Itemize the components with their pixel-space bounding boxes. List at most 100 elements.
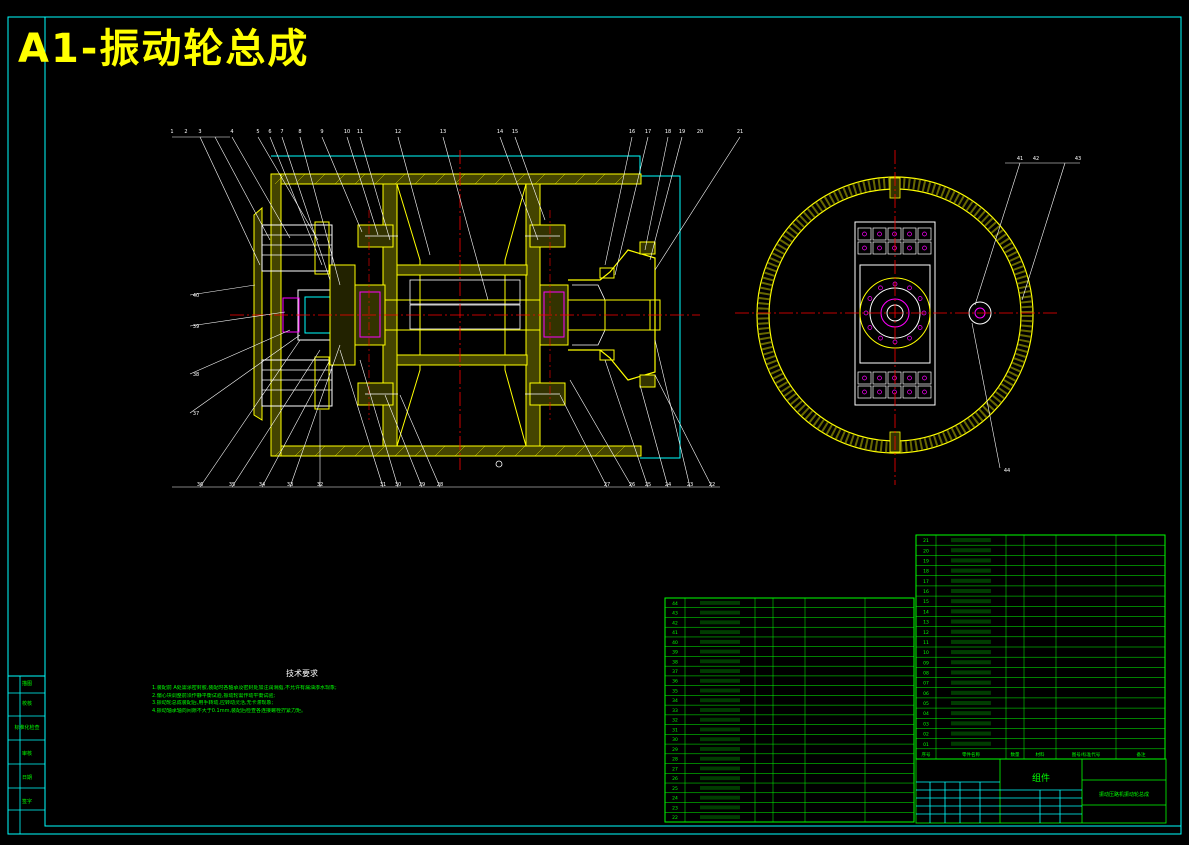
- callout-number: 7: [280, 129, 283, 135]
- end-view-leaders: [971, 162, 1080, 469]
- bom-row-number: 44: [672, 601, 678, 607]
- title-block-label: 组件: [1032, 772, 1050, 784]
- callout-number: 14: [497, 129, 503, 135]
- bom-header-cell: 序号: [922, 751, 931, 758]
- callout-number: 38: [193, 372, 199, 378]
- callout-number: 11: [357, 129, 363, 135]
- callout-number: 30: [395, 482, 401, 488]
- callout-number: 19: [679, 129, 685, 135]
- callout-number: 21: [737, 129, 743, 135]
- bom-left-table: 4443424140393837363534333231302928272625…: [664, 597, 915, 823]
- bom-row-number: 29: [672, 747, 678, 753]
- bom-row-number: 11: [923, 640, 929, 646]
- callout-number: 23: [687, 482, 693, 488]
- callout-number: 13: [440, 129, 446, 135]
- bom-header-cell: 备注: [1137, 751, 1146, 758]
- tech-heading: 技术要求: [286, 669, 318, 678]
- callout-number: 39: [193, 324, 199, 330]
- callout-number: 8: [298, 129, 301, 135]
- callout-number: 41: [1017, 156, 1023, 162]
- bom-row-number: 15: [923, 599, 929, 605]
- callout-number: 43: [1075, 156, 1081, 162]
- callout-number: 26: [629, 482, 635, 488]
- callout-number: 6: [268, 129, 271, 135]
- bom-row-number: 07: [923, 681, 929, 687]
- callout-number: 15: [512, 129, 518, 135]
- bom-row-number: 13: [923, 620, 929, 626]
- bom-row-number: 35: [672, 688, 678, 694]
- bom-row-number: 05: [923, 701, 929, 707]
- section-view: [230, 150, 700, 470]
- tech-line: 3.振动轮总成装配后,用手转动,应转动灵活,无卡滞现象;: [152, 700, 274, 707]
- tech-line: 2.偏心块调整前须作静平衡试验,振动轮需作动平衡试验;: [152, 692, 276, 699]
- bom-header-cell: 图号/标准代号: [1072, 751, 1101, 758]
- left-label-riqi: 日期: [21, 775, 32, 781]
- bom-row-number: 12: [923, 630, 929, 636]
- bom-row-number: 30: [672, 737, 678, 743]
- end-view: [735, 150, 1060, 485]
- left-label-standard: 标准化检查: [14, 725, 40, 731]
- tech-line: 4.振动轴承轴向间隙不大于0.1mm,装配后检查各连接螺栓拧紧力矩。: [152, 707, 307, 714]
- bom-row-number: 02: [923, 732, 929, 738]
- bom-row-number: 18: [923, 569, 929, 575]
- callouts-right: 41 42 43 44: [1004, 156, 1081, 474]
- callout-number: 44: [1004, 468, 1010, 474]
- bom-row-number: 32: [672, 718, 678, 724]
- bom-row-number: 36: [672, 679, 678, 685]
- bom-row-number: 27: [672, 766, 678, 772]
- bom-row-number: 19: [923, 558, 929, 564]
- bom-row-number: 40: [672, 640, 678, 646]
- callout-number: 20: [697, 129, 703, 135]
- bom-row-number: 26: [672, 776, 678, 782]
- callout-number: 2: [184, 129, 187, 135]
- left-label-jiaohe: 校核: [21, 701, 32, 707]
- callout-number: 4: [230, 129, 233, 135]
- technical-requirements: 技术要求 1.装配前 A处需涂密封胶,装配时各轴承及密封处加注润滑脂,不允许有漏…: [152, 669, 452, 715]
- callout-number: 25: [645, 482, 651, 488]
- callout-number: 1: [170, 129, 173, 135]
- inner-border: [44, 16, 1182, 827]
- callout-number: 42: [1033, 156, 1039, 162]
- bom-row-number: 09: [923, 660, 929, 666]
- bom-row-number: 42: [672, 620, 678, 626]
- callout-number: 16: [629, 129, 635, 135]
- callout-number: 32: [317, 482, 323, 488]
- callout-number: 40: [193, 293, 199, 299]
- callout-number: 22: [709, 482, 715, 488]
- callout-number: 28: [437, 482, 443, 488]
- title-block: [915, 758, 1167, 824]
- callout-number: 33: [287, 482, 293, 488]
- left-column: [8, 675, 45, 834]
- bom-row-number: 21: [923, 538, 929, 544]
- bom-header-cell: 材料: [1036, 751, 1045, 758]
- callout-number: 35: [229, 482, 235, 488]
- bom-row-number: 06: [923, 691, 929, 697]
- section-callouts: [172, 136, 741, 488]
- left-label-qianzi: 签字: [21, 799, 32, 805]
- bom-row-number: 14: [923, 609, 929, 615]
- title-block-name: 振动压路机振动轮总成: [1099, 791, 1149, 798]
- bom-row-number: 17: [923, 579, 929, 585]
- callout-number: 36: [197, 482, 203, 488]
- bom-row-number: 16: [923, 589, 929, 595]
- bom-row-number: 39: [672, 650, 678, 656]
- callout-number: 10: [344, 129, 350, 135]
- bom-header-cell: 零件名称: [962, 751, 980, 758]
- bom-row-number: 38: [672, 659, 678, 665]
- bom-right-table: 2120191817161514131211100908070605040302…: [915, 534, 1166, 760]
- callout-number: 17: [645, 129, 651, 135]
- bom-row-number: 34: [672, 698, 678, 704]
- bom-row-number: 10: [923, 650, 929, 656]
- bom-header-cell: 数量: [1011, 751, 1020, 758]
- bom-row-number: 37: [672, 669, 678, 675]
- callout-number: 37: [193, 411, 199, 417]
- bom-row-number: 33: [672, 708, 678, 714]
- callout-number: 3: [198, 129, 201, 135]
- bom-row-number: 24: [672, 796, 678, 802]
- callout-number: 9: [320, 129, 323, 135]
- callout-number: 18: [665, 129, 671, 135]
